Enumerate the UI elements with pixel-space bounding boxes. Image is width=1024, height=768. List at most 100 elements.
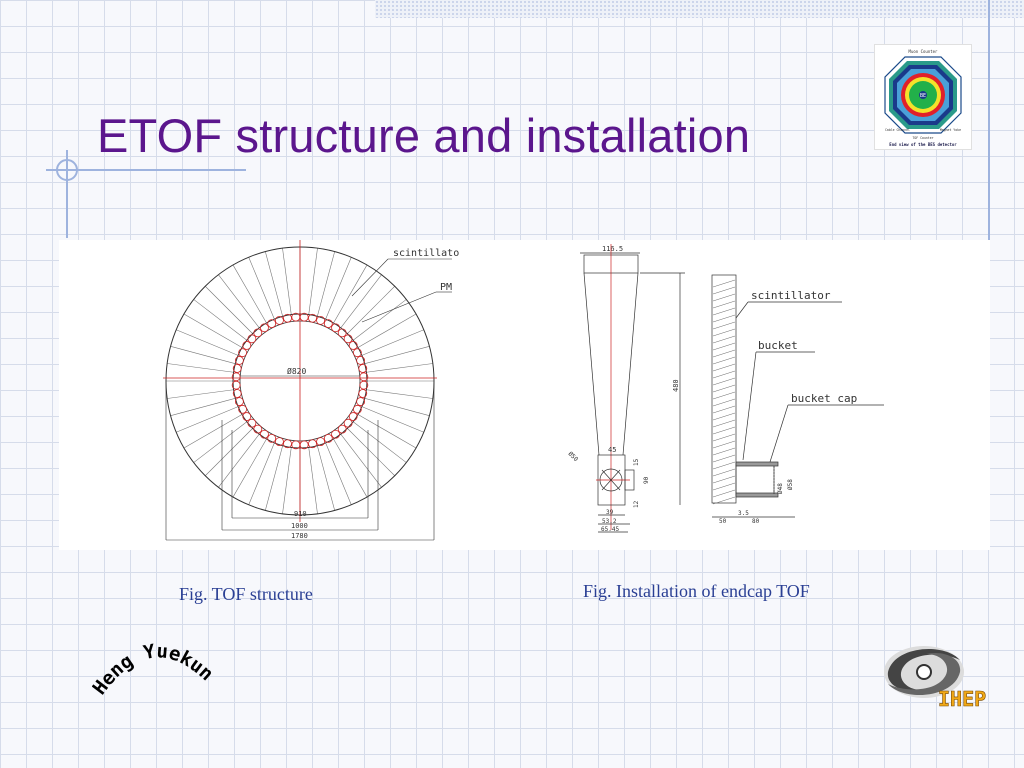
scintillator-wedge-line [325, 257, 352, 320]
scintillator-wedge-line [167, 389, 234, 399]
pmt-circle [323, 433, 333, 443]
pmt-circle [356, 356, 366, 365]
pmt-circle [234, 356, 244, 365]
logo-bottom-left-label: Cable Channel [885, 128, 910, 132]
pmt-circle [308, 439, 317, 449]
pmt-circle [247, 418, 257, 428]
pmt-circle [343, 334, 353, 344]
dimension-910: 910 [294, 510, 307, 518]
drawing-panel: Ø820 910 1000 1780 scintillato PM [59, 240, 990, 550]
tof-structure-drawing: Ø820 910 1000 1780 scintillato PM [163, 240, 459, 541]
hatch-line [712, 321, 736, 330]
scintillator-wedge-line [248, 257, 275, 320]
dim-phi50: Ø50 [567, 450, 580, 463]
pmt-circle [331, 323, 340, 333]
scintillator-wedge-line [366, 363, 433, 373]
ihep-logo: IHEP [874, 638, 998, 716]
scintillator-wedge-line [265, 445, 283, 511]
pmt-circle [242, 341, 252, 350]
callout-bucket-cap: bucket cap [791, 392, 857, 405]
scintillator-wedge-line [167, 363, 234, 373]
scintillator-wedge-line [232, 264, 267, 324]
dim-80: 80 [752, 518, 760, 525]
dim-65-45: 65.45 [601, 526, 619, 533]
hatch-line [712, 482, 736, 491]
hatch-line [712, 328, 736, 337]
scintillator-wedge-line [317, 251, 335, 317]
pmt-circle [331, 429, 340, 439]
scintillator-wedge-line [308, 447, 318, 514]
pmt-circle [343, 418, 353, 428]
caption-endcap-installation: Fig. Installation of endcap TOF [583, 581, 810, 601]
hatch-line [712, 307, 736, 316]
scintillator-wedge-line [325, 442, 352, 505]
scintillator-wedge-line [282, 248, 292, 315]
dim-12: 12 [633, 500, 640, 508]
scintillator-wedge-line [176, 329, 239, 356]
scintillator-wedge-line [357, 313, 417, 348]
dim-top-width: 116.5 [602, 245, 623, 253]
hatch-line [712, 405, 736, 414]
scintillator-wedge-line [176, 406, 239, 433]
dimension-1000: 1000 [291, 522, 308, 530]
dim-50: 50 [719, 518, 727, 525]
pmt-circle [242, 412, 252, 421]
dimension-1780: 1780 [291, 532, 308, 540]
pmt-circle [234, 397, 244, 406]
dim-15: 15 [633, 458, 640, 466]
pmt-circle [267, 319, 277, 329]
hatch-line [712, 377, 736, 386]
scintillator-wedge-line [317, 445, 335, 511]
bes-detector-logo: Muon Counter BE Cable Channel TOF Counte… [874, 44, 972, 150]
hatch-line [712, 475, 736, 484]
hatch-line [712, 300, 736, 309]
pmt-circle [337, 424, 347, 434]
scintillator-wedge-line [366, 389, 433, 399]
caption-tof-structure: Fig. TOF structure [179, 584, 313, 604]
pmt-circle [337, 328, 347, 338]
scintillator-wedge-line [347, 428, 395, 476]
hatch-line [712, 468, 736, 477]
scintillator-wedge-line [352, 299, 407, 341]
pmt-circle [348, 412, 358, 421]
dim-phi58: Ø58 [787, 479, 794, 490]
dim-90: 90 [643, 476, 650, 484]
hatch-line [712, 398, 736, 407]
pmt-circle [348, 341, 358, 350]
callout-pmt: PM [440, 282, 452, 293]
pmt-circle [260, 323, 269, 333]
pmt-circle [352, 348, 362, 358]
pmt-circle [238, 404, 248, 414]
pmt-circle [308, 313, 317, 323]
hatch-line [712, 370, 736, 379]
scintillator-wedge-line [170, 346, 236, 364]
top-dotted-band [375, 0, 1024, 18]
hatch-line [712, 293, 736, 302]
scintillator-wedge-line [364, 398, 430, 416]
left-accent-hline [46, 169, 246, 171]
scintillator-wedge-line [193, 421, 248, 463]
callout-bucket: bucket [758, 339, 798, 352]
pmt-circle [359, 372, 369, 382]
logo-bottom-right-label: Magnet Yoke [940, 128, 961, 132]
dim-length: 480 [672, 379, 680, 392]
logo-bottom-center-label: TOF Counter [912, 136, 933, 140]
scintillator-wedge-line [361, 329, 424, 356]
author-signature: Heng Yuekun [88, 628, 222, 708]
hatch-line [712, 356, 736, 365]
scintillator-wedge-line [357, 414, 417, 449]
accent-circle [56, 159, 78, 181]
ihep-logo-text: IHEP [938, 687, 986, 711]
scintillator-wedge-line [308, 248, 318, 315]
hatch-line [712, 349, 736, 358]
scintillator-wedge-line [333, 264, 368, 324]
pmt-circle [238, 348, 248, 358]
scintillator-wedge-line [170, 398, 236, 416]
hatch-line [712, 314, 736, 323]
scintillator-wedge-line [347, 286, 395, 334]
scintillator-wedge-line [193, 299, 248, 341]
scintillator-wedge-line [205, 286, 253, 334]
scintillator-wedge-line [352, 421, 407, 463]
logo-center-label: BE [920, 93, 926, 99]
scintillator-wedge-line [218, 274, 260, 329]
